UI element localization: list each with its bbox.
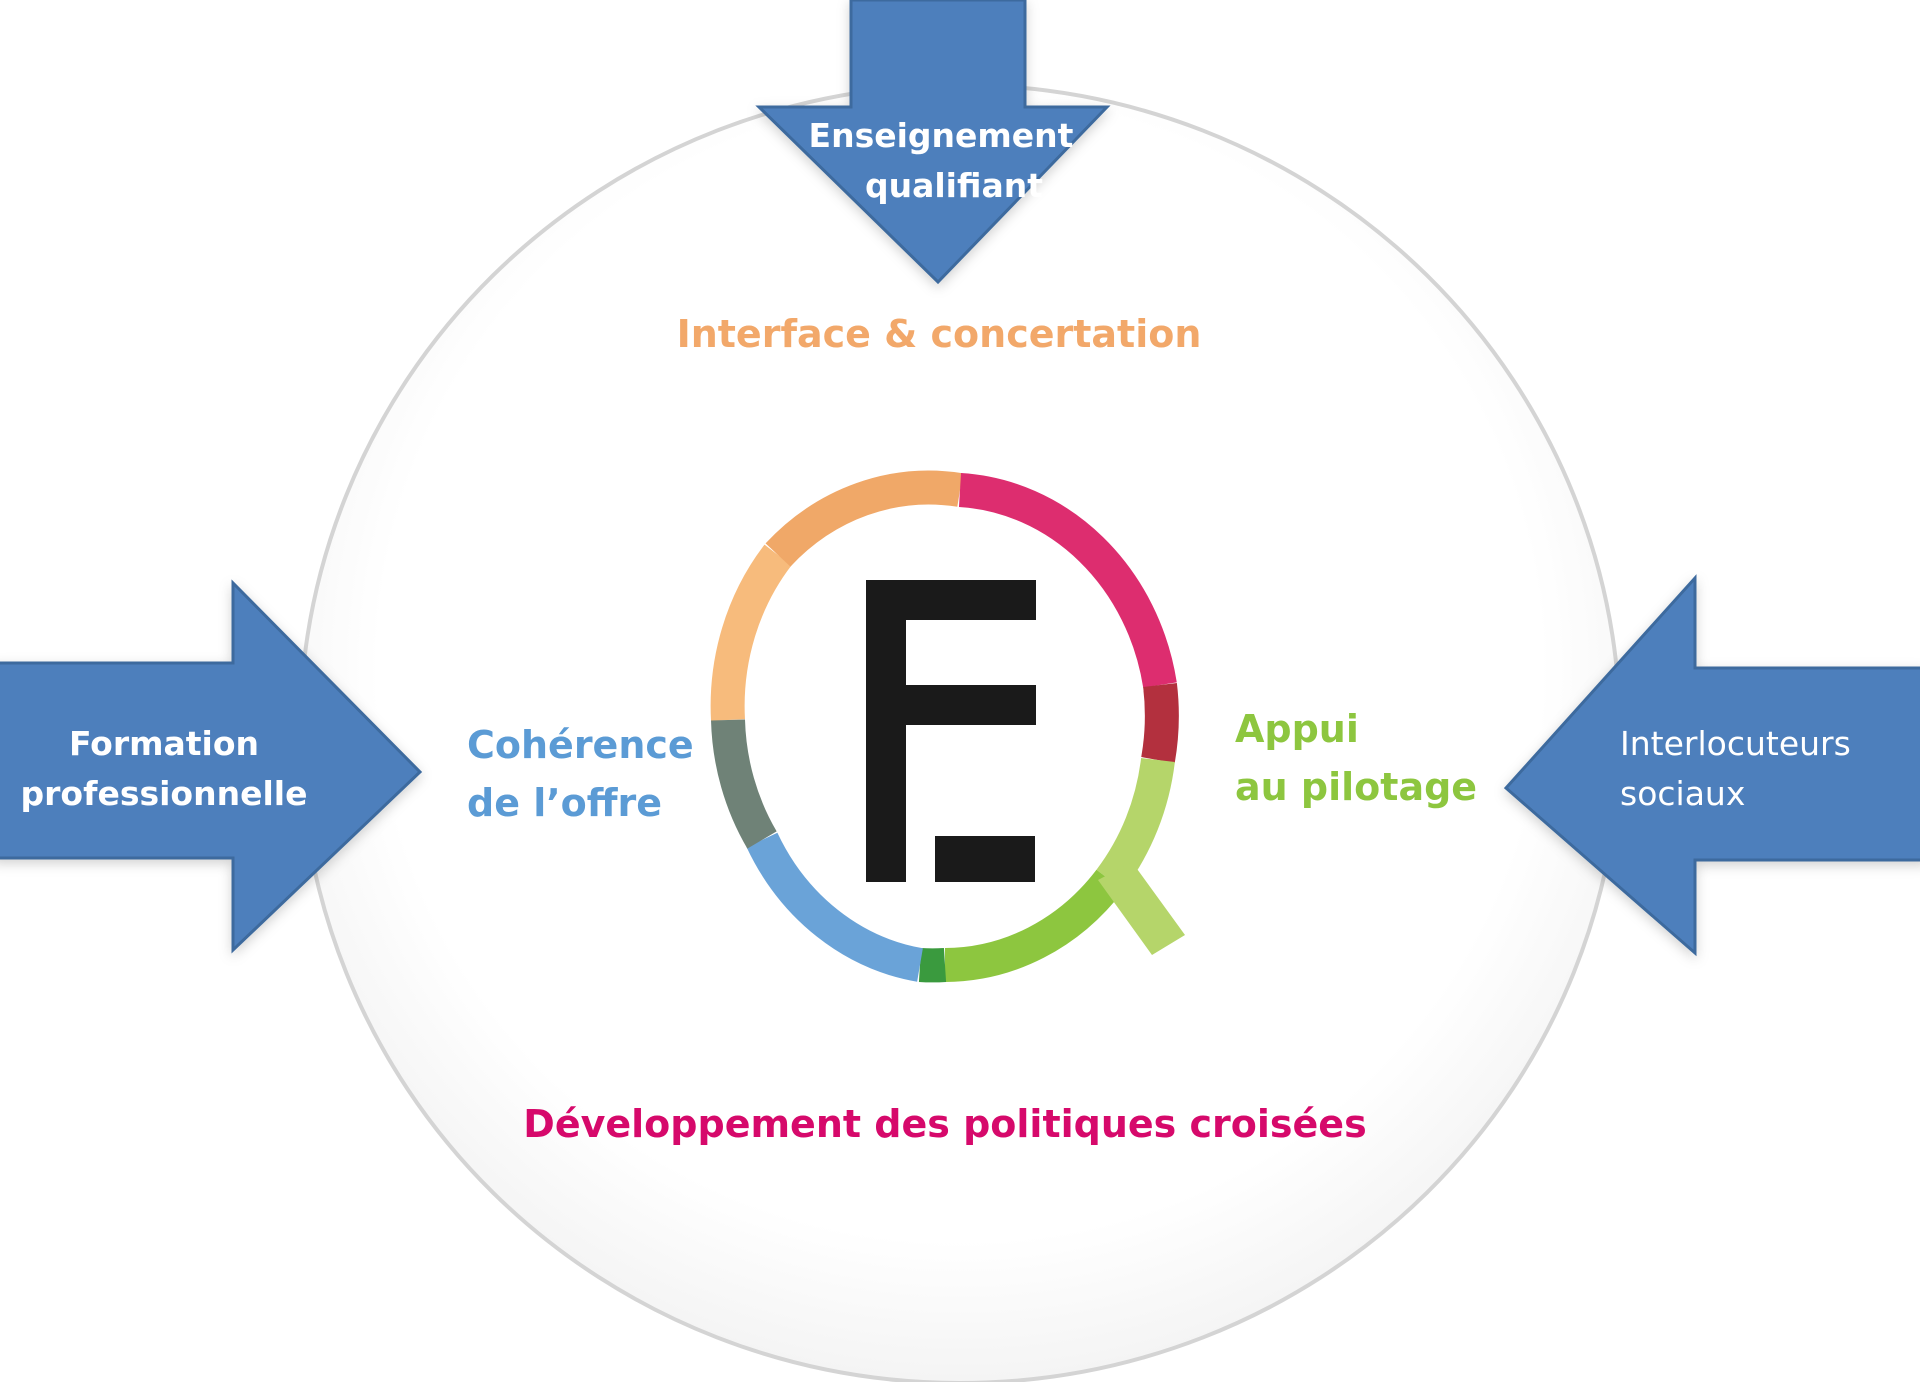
arrow-left-label-line-2: professionnelle	[21, 774, 308, 813]
logo-letter-mid-bar	[866, 685, 1036, 725]
ring-segment-crimson	[1158, 685, 1162, 760]
logo-backdrop	[690, 462, 1190, 1002]
logo-letter-top-bar	[866, 580, 1036, 620]
arrow-top-label-line-1: Enseignement	[809, 116, 1074, 155]
arrow-top-label-line-2: qualifiant	[865, 166, 1043, 205]
mission-developpement-label: Développement des politiques croisées	[523, 1102, 1366, 1146]
mission-appui-label-line-2: au pilotage	[1235, 765, 1477, 809]
arrow-right-label-line-1: Interlocuteurs	[1620, 724, 1851, 763]
arrow-right-label-line-2: sociaux	[1620, 774, 1745, 813]
arrow-left-label-line-1: Formation	[69, 724, 259, 763]
mission-coherence-label-line-2: de l’offre	[467, 781, 662, 825]
logo-letter-bottom-block	[935, 836, 1035, 882]
logo-letter-stem	[866, 580, 906, 882]
mission-appui-label-line-1: Appui	[1235, 707, 1359, 751]
mission-coherence-label-line-1: Cohérence	[467, 723, 694, 767]
mission-interface-label: Interface & concertation	[677, 312, 1202, 356]
